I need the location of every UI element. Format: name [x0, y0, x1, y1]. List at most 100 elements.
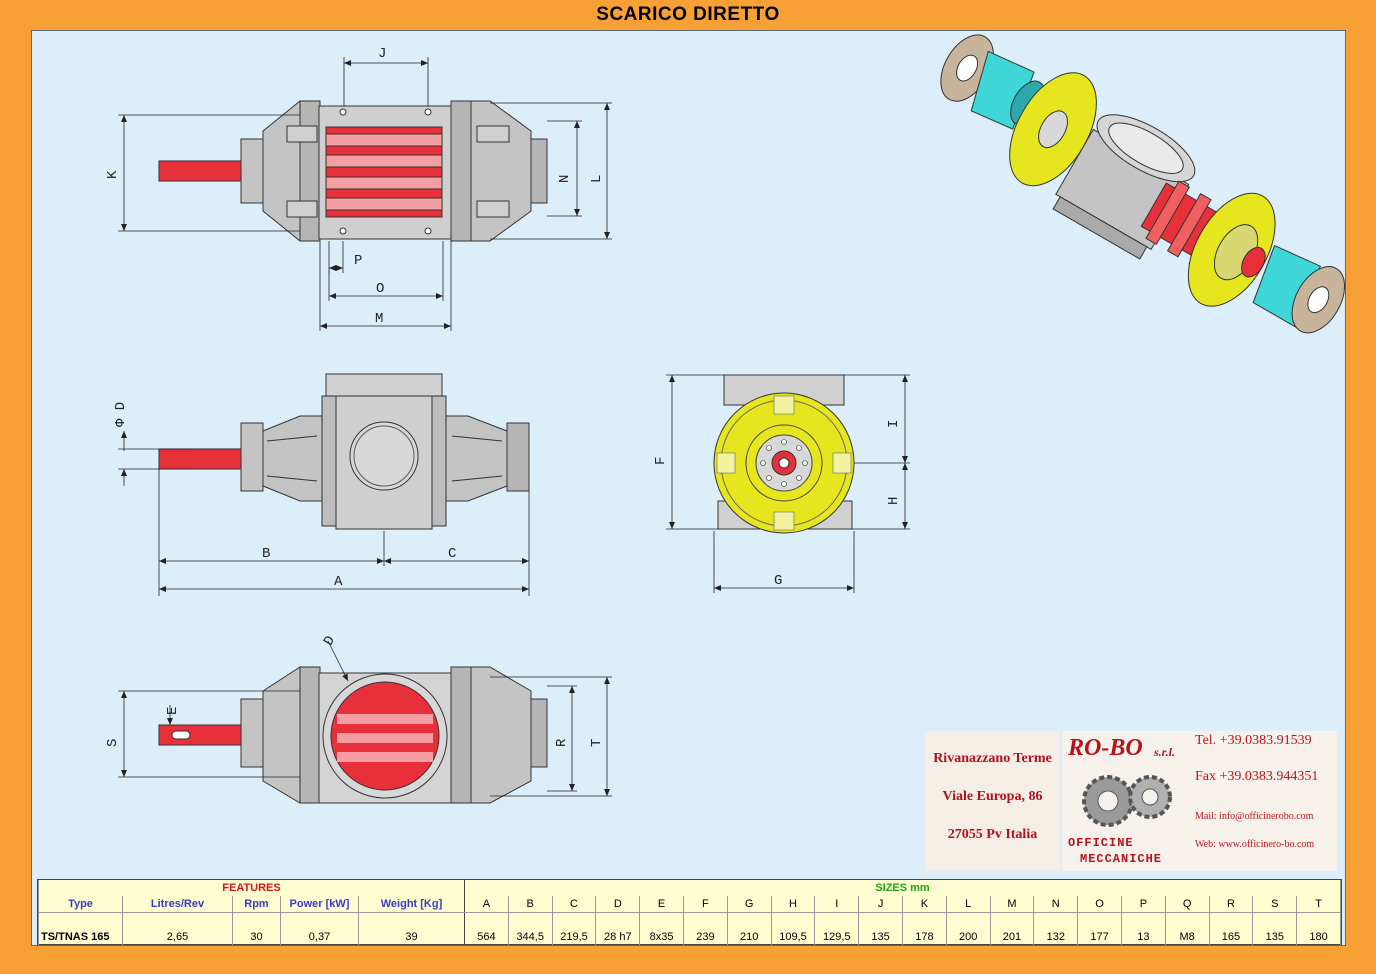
cell-size: 8x35 [639, 929, 684, 945]
logo-line-2: MECCANICHE [1080, 852, 1163, 866]
cell-size: 564 [464, 929, 509, 945]
header-weight: Weight [Kg] [357, 896, 466, 913]
cell-rpm: 30 [232, 929, 281, 945]
cell-size: 180 [1296, 929, 1341, 945]
dim-G: G [774, 573, 782, 589]
header-size: O [1077, 896, 1122, 913]
dim-S: S [105, 739, 121, 747]
header-size: N [1033, 896, 1079, 913]
header-size: P [1120, 896, 1166, 913]
address-line-1: Rivanazzano Terme [933, 751, 1052, 766]
top-view-dimensions [118, 57, 612, 331]
table-section-titles: FEATURES SIZES mm [37, 880, 1341, 896]
cell-type: TS/TNAS 165 [38, 929, 123, 945]
top-view [158, 100, 548, 242]
header-size: T [1296, 896, 1341, 913]
header-size: S [1252, 896, 1298, 913]
outlet-circle [349, 421, 419, 491]
dim-L: L [589, 175, 605, 183]
cell-power: 0,37 [280, 929, 359, 945]
side-view-dimensions [666, 374, 910, 593]
front-view [158, 373, 530, 530]
header-size: G [726, 896, 772, 913]
features-title: FEATURES [37, 880, 466, 896]
cell-size: 200 [945, 929, 991, 945]
dim-I: I [886, 420, 902, 428]
cell-size: 178 [901, 929, 947, 945]
dim-N: N [557, 175, 573, 183]
dim-E: E [165, 707, 181, 715]
dim-J: J [378, 46, 386, 62]
cell-size: 135 [858, 929, 903, 945]
logo-line-1: OFFICINE [1068, 836, 1134, 850]
header-litres: Litres/Rev [122, 896, 233, 913]
dim-A: A [334, 574, 343, 590]
table-spacer-row [38, 912, 1341, 929]
cell-weight: 39 [357, 929, 466, 945]
shaft [158, 724, 242, 746]
company-logo: RO-BO s.r.l. OFFICINE MECCANICHE [1062, 731, 1192, 871]
table-header-row: Type Litres/Rev Rpm Power [kW] Weight [K… [38, 896, 1341, 913]
contact-fax: Fax +39.0383.944351 [1195, 769, 1319, 784]
header-size: E [639, 896, 684, 913]
header-power: Power [kW] [280, 896, 359, 913]
dim-F: F [653, 457, 669, 465]
page-title: SCARICO DIRETTO [596, 4, 780, 25]
cell-size: 129,5 [814, 929, 860, 945]
dim-B: B [262, 546, 270, 562]
header-size: I [814, 896, 860, 913]
bottom-view [158, 666, 548, 804]
header-type: Type [38, 896, 123, 913]
dim-M: M [375, 311, 383, 327]
header-size: A [464, 896, 509, 913]
header-size: K [901, 896, 947, 913]
dim-P: P [354, 253, 362, 269]
logo-brand: RO-BO [1068, 735, 1143, 761]
shaft [158, 448, 242, 470]
header-size: J [858, 896, 903, 913]
cell-size: 177 [1077, 929, 1122, 945]
cell-size: 239 [683, 929, 728, 945]
cell-size: 28 h7 [595, 929, 641, 945]
exploded-3d-view [940, 34, 1345, 334]
gear-icon [1082, 775, 1172, 827]
header-size: C [551, 896, 597, 913]
cell-size: M8 [1164, 929, 1210, 945]
header-size: B [507, 896, 553, 913]
contact-tel: Tel. +39.0383.91539 [1195, 733, 1312, 748]
side-view [713, 374, 855, 534]
header-size: L [945, 896, 991, 913]
dim-K: K [105, 170, 121, 179]
address-line-2: Viale Europa, 86 [942, 789, 1043, 804]
cell-size: 219,5 [551, 929, 597, 945]
logo-suffix: s.r.l. [1154, 745, 1176, 759]
cell-size: 201 [989, 929, 1035, 945]
cell-size: 109,5 [770, 929, 816, 945]
dim-phi-D: Φ D [113, 402, 129, 427]
dim-C: C [448, 546, 456, 562]
company-address: Rivanazzano Terme Viale Europa, 86 27055… [925, 731, 1060, 871]
technical-drawing: J K N L P O M [105, 34, 1345, 804]
cell-size: 344,5 [507, 929, 553, 945]
dim-O: O [376, 281, 384, 297]
specs-table: FEATURES SIZES mm Type Litres/Rev Rpm Po… [37, 879, 1342, 945]
shaft [158, 160, 242, 182]
cell-size: 132 [1033, 929, 1079, 945]
dim-D-small: D [321, 633, 339, 648]
header-size: D [595, 896, 641, 913]
header-size: F [683, 896, 728, 913]
cell-litres: 2,65 [122, 929, 233, 945]
table-row: TS/TNAS 165 2,65 30 0,37 39 564 344,5 21… [38, 929, 1341, 945]
header-rpm: Rpm [232, 896, 281, 913]
header-size: Q [1164, 896, 1210, 913]
company-contacts: Tel. +39.0383.91539 Fax +39.0383.944351 … [1192, 731, 1337, 871]
header-size: H [770, 896, 816, 913]
dim-H: H [886, 497, 902, 505]
cell-size: 13 [1120, 929, 1166, 945]
drawing-sheet: J K N L P O M [31, 30, 1346, 946]
dim-R: R [554, 738, 570, 747]
address-line-3: 27055 Pv Italia [947, 827, 1038, 842]
contact-web: Web: www.officinero-bo.com [1195, 839, 1315, 850]
cell-size: 165 [1208, 929, 1254, 945]
cell-size: 210 [726, 929, 772, 945]
